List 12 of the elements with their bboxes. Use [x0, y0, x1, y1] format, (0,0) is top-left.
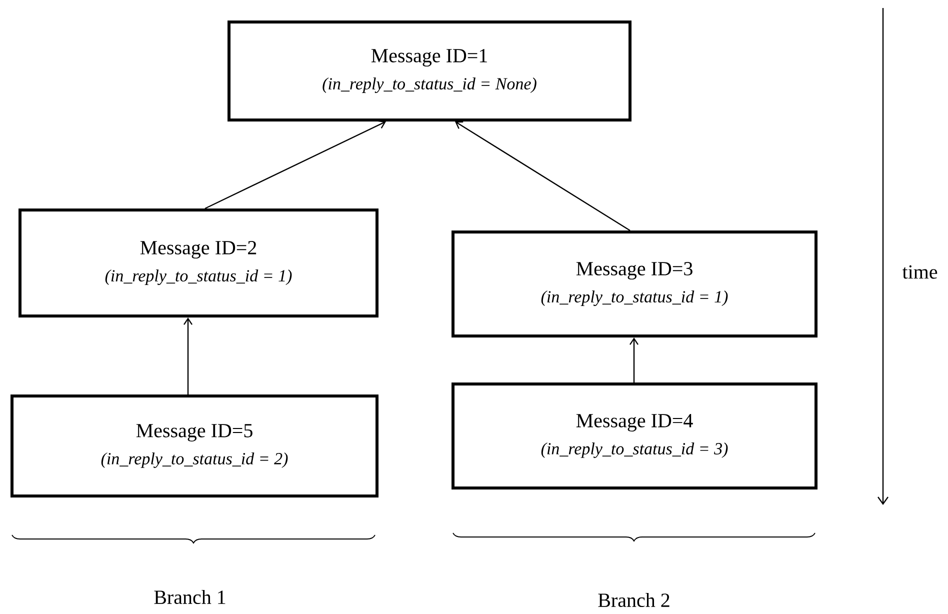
message-box: Message ID=2 (in_reply_to_status_id = 1) — [18, 208, 378, 318]
message-box: Message ID=4 (in_reply_to_status_id = 3) — [452, 382, 818, 490]
label: Branch 2 — [598, 592, 670, 608]
message-box: Message ID=3 (in_reply_to_status_id = 1) — [452, 230, 818, 338]
arrow — [455, 121, 630, 232]
message-box: Message ID=1 (in_reply_to_status_id = None) — [228, 20, 632, 122]
arrow — [204, 120, 386, 210]
label: Branch 1 — [154, 590, 226, 604]
message-box: Message ID=5 (in_reply_to_status_id = 2) — [10, 394, 378, 498]
label: time — [902, 265, 938, 279]
arrow — [184, 318, 192, 394]
arrow — [630, 338, 638, 382]
